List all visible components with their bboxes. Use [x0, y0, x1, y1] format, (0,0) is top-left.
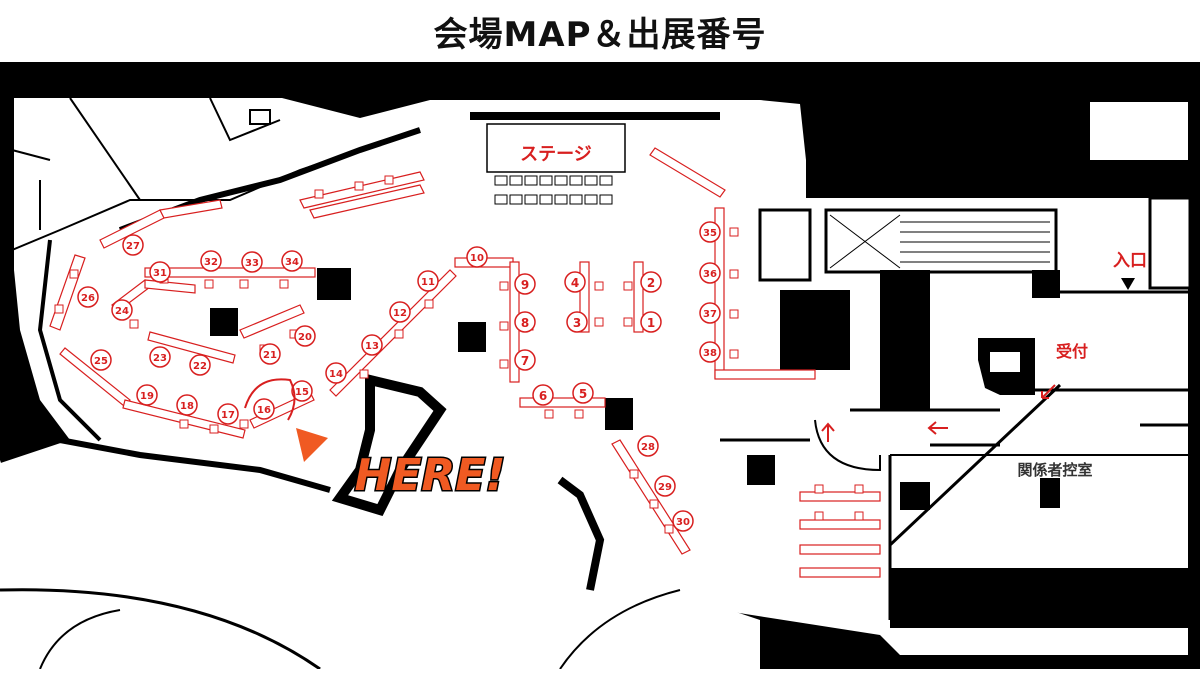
- booth-5: 5: [572, 382, 594, 404]
- booth-4-label: 4: [571, 276, 579, 290]
- page-title: 会場MAP＆出展番号: [433, 14, 767, 55]
- booth-27: 27: [122, 234, 144, 256]
- reception-label: 受付: [1056, 342, 1088, 361]
- booth-31-label: 31: [153, 268, 167, 279]
- booth-38: 38: [699, 341, 721, 363]
- booth-7: 7: [514, 349, 536, 371]
- route-curve: [244, 378, 296, 421]
- booth-30: 30: [672, 510, 694, 532]
- booth-13: 13: [361, 334, 383, 356]
- booth-30-label: 30: [676, 517, 690, 528]
- booth-11-label: 11: [421, 277, 435, 288]
- booth-21-label: 21: [263, 350, 277, 361]
- booth-28: 28: [637, 435, 659, 457]
- arrow-left-icon: [927, 421, 948, 435]
- booth-31: 31: [149, 261, 171, 283]
- booth-23-label: 23: [153, 353, 167, 364]
- venue-map: ステージ: [0, 62, 1200, 671]
- booth-18: 18: [176, 394, 198, 416]
- booth-16-label: 16: [257, 405, 271, 416]
- booth-29: 29: [654, 475, 676, 497]
- booth-29-label: 29: [658, 482, 672, 493]
- booth-16: 16: [253, 398, 275, 420]
- booth-26: 26: [77, 286, 99, 308]
- booth-1-label: 1: [647, 316, 655, 330]
- booth-15-label: 15: [295, 387, 309, 398]
- booth-37: 37: [699, 302, 721, 324]
- booth-35: 35: [699, 221, 721, 243]
- booth-5-label: 5: [579, 387, 587, 401]
- staff-room-label: 関係者控室: [1017, 461, 1092, 479]
- booth-20-label: 20: [298, 332, 312, 343]
- booth-10-label: 10: [470, 253, 484, 264]
- booth-markers: 1 2 3 4 5 6 7 8 9 10 11 12 13 14 15 16 1…: [77, 221, 721, 532]
- pillars: [210, 268, 775, 485]
- booth-4: 4: [564, 271, 586, 293]
- booth-14: 14: [325, 362, 347, 384]
- stage-seats: [494, 175, 613, 205]
- booth-22: 22: [189, 354, 211, 376]
- booth-3: 3: [566, 311, 588, 333]
- booth-23: 23: [149, 346, 171, 368]
- triangle-down-icon: [1121, 278, 1135, 290]
- booth-36: 36: [699, 262, 721, 284]
- booth-33-label: 33: [245, 258, 259, 269]
- booth-35-label: 35: [703, 228, 717, 239]
- booth-6-label: 6: [539, 389, 547, 403]
- booth-32: 32: [200, 250, 222, 272]
- booth-2: 2: [640, 271, 662, 293]
- booth-28-label: 28: [641, 442, 655, 453]
- booth-7-label: 7: [521, 354, 529, 368]
- here-label: HERE!: [355, 450, 506, 501]
- booth-14-label: 14: [329, 369, 343, 380]
- booth-8: 8: [514, 311, 536, 333]
- booth-10: 10: [466, 246, 488, 268]
- booth-3-label: 3: [573, 316, 581, 330]
- booth-8-label: 8: [521, 316, 529, 330]
- stage: ステージ: [486, 123, 626, 173]
- booth-13-label: 13: [365, 341, 379, 352]
- arrow-down-left-icon: [1041, 384, 1056, 399]
- entrance-marker: 入口: [1113, 251, 1147, 290]
- booth-9-label: 9: [521, 278, 529, 292]
- booth-15: 15: [291, 380, 313, 402]
- booth-21: 21: [259, 343, 281, 365]
- booth-17-label: 17: [221, 410, 235, 421]
- booth-2-label: 2: [647, 276, 655, 290]
- booth-19-label: 19: [140, 391, 154, 402]
- booth-19: 19: [136, 384, 158, 406]
- booth-37-label: 37: [703, 309, 717, 320]
- booth-12: 12: [389, 301, 411, 323]
- booth-18-label: 18: [180, 401, 194, 412]
- booth-1: 1: [640, 311, 662, 333]
- booth-22-label: 22: [193, 361, 207, 372]
- booth-11: 11: [417, 270, 439, 292]
- right-structures: [720, 160, 1192, 628]
- arrow-up-icon: [821, 422, 835, 442]
- booth-17: 17: [217, 403, 239, 425]
- booth-24: 24: [111, 299, 133, 321]
- booth-20: 20: [294, 325, 316, 347]
- entrance-label: 入口: [1113, 251, 1147, 271]
- booth-9: 9: [514, 273, 536, 295]
- booth-36-label: 36: [703, 269, 717, 280]
- booth-24-label: 24: [115, 306, 129, 317]
- booth-27-label: 27: [126, 241, 140, 252]
- triangle-here-icon: [296, 428, 328, 462]
- here-marker: HERE!: [296, 428, 507, 503]
- booth-6: 6: [532, 384, 554, 406]
- booth-38-label: 38: [703, 348, 717, 359]
- booth-33: 33: [241, 251, 263, 273]
- booth-34-label: 34: [285, 257, 299, 268]
- lower-corridor: [0, 440, 760, 669]
- booth-12-label: 12: [393, 308, 407, 319]
- stage-label: ステージ: [520, 144, 592, 165]
- booth-25-label: 25: [94, 356, 108, 367]
- booth-34: 34: [281, 250, 303, 272]
- booth-26-label: 26: [81, 293, 95, 304]
- booth-25: 25: [90, 349, 112, 371]
- booth-32-label: 32: [204, 257, 218, 268]
